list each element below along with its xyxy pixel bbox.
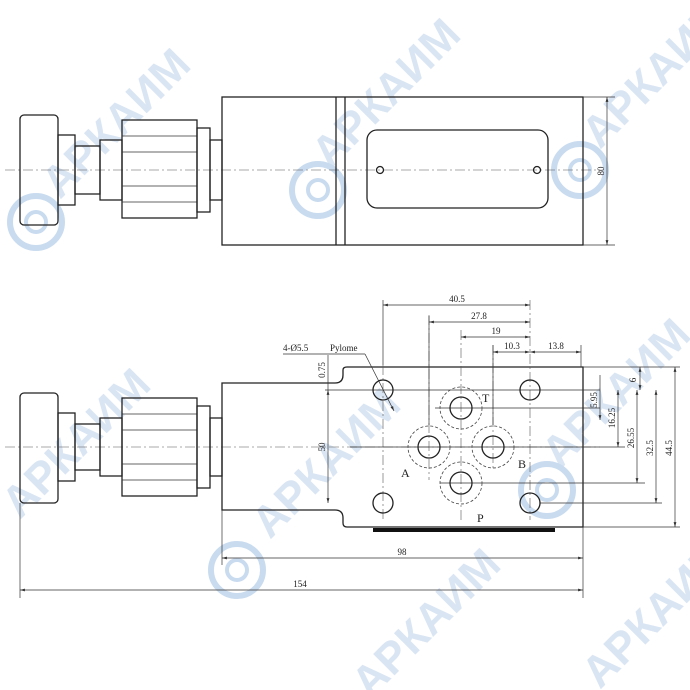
dim-26-55: 26.55 [626,427,636,448]
port-label-t: T [482,391,490,405]
dim-40-5: 40.5 [449,294,465,304]
dim-5-95: 5.95 [589,392,599,408]
dim-44-5: 44.5 [664,440,674,456]
dim-27-8: 27.8 [471,311,487,321]
dim-height: 80 [596,166,606,176]
mounting-holes [372,379,541,514]
watermark-text: АРКАИМ [572,0,690,157]
dim-10-3: 10.3 [504,341,520,351]
watermark-logo [7,193,65,251]
dim-19: 19 [492,326,502,336]
ports [407,386,515,505]
valve-body-top [221,96,584,246]
dim-16-25: 16.25 [607,407,617,428]
watermark-logo [208,541,266,599]
nameplate [366,129,549,209]
bottom-view: T A B P 4-Ø5.5 Pylome 40.5 27.8 19 10.3 … [5,294,680,598]
dim-32-5: 32.5 [645,440,655,456]
watermark-text: АРКАИМ [302,9,470,177]
dim-13-8: 13.8 [548,341,564,351]
dim-50: 50 [317,442,327,452]
port-label-p: P [477,511,484,525]
dim-6: 6 [628,377,638,382]
port-label-b: B [518,457,526,471]
hole-callout: 4-Ø5.5 [283,343,309,353]
watermark-text: АРКАИМ [0,359,160,527]
dim-0-75: 0.75 [317,362,327,378]
watermark-logo [289,161,347,219]
watermark-text: АРКАИМ [242,379,410,547]
seal-strip [373,528,555,532]
dim-98: 98 [398,547,408,557]
watermark-text: АРКАИМ [572,529,690,690]
dim-154: 154 [293,579,307,589]
watermark-logo [518,461,576,519]
top-view: 80 [5,96,615,246]
port-label-a: A [401,466,410,480]
hole-callout-word: Pylome [330,343,358,353]
watermark-text: АРКАИМ [342,539,510,690]
